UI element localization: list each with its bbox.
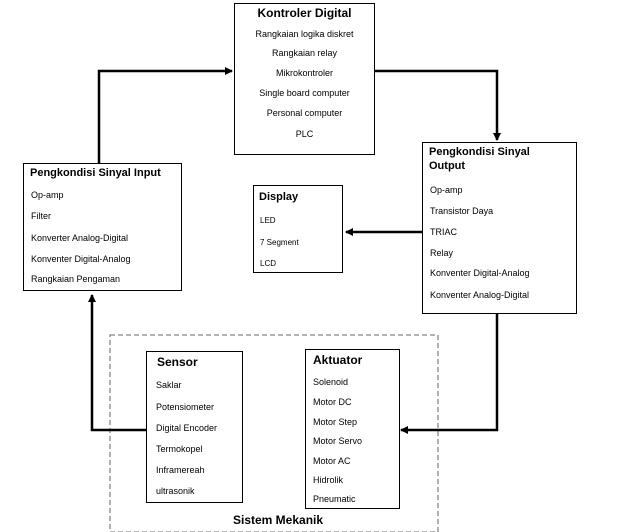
sensor-item: Saklar bbox=[156, 380, 182, 390]
sistem-mekanik-boundary bbox=[109, 334, 439, 532]
aktuator-box: Aktuator Solenoid Motor DC Motor Step Mo… bbox=[305, 349, 400, 509]
sistem-mekanik-label: Sistem Mekanik bbox=[233, 513, 324, 527]
kontroler-item: PLC bbox=[295, 129, 314, 139]
aktuator-item: Pneumatic bbox=[313, 494, 356, 504]
output-item: Op-amp bbox=[430, 185, 463, 195]
aktuator-item: Motor Step bbox=[313, 417, 358, 427]
sensor-item: ultrasonik bbox=[156, 486, 195, 496]
input-item: Op-amp bbox=[31, 190, 64, 200]
display-item: LED bbox=[260, 216, 276, 225]
aktuator-item: Motor DC bbox=[313, 397, 352, 407]
kontroler-item: Single board computer bbox=[259, 88, 350, 98]
sensor-item: Termokopel bbox=[156, 444, 203, 454]
kontroler-item: Mikrokontroler bbox=[275, 68, 333, 78]
sensor-item: Potensiometer bbox=[156, 402, 215, 412]
output-item: Konventer Digital-Analog bbox=[430, 268, 530, 278]
sensor-item: Inframereah bbox=[156, 465, 205, 475]
kontroler-digital-box: Kontroler Digital Rangkaian logika diskr… bbox=[234, 3, 375, 155]
output-title-line2: Output bbox=[429, 160, 466, 172]
output-item: Transistor Daya bbox=[430, 206, 494, 216]
aktuator-item: Motor Servo bbox=[313, 436, 363, 446]
kontroler-item: Rangkaian relay bbox=[271, 48, 338, 58]
display-title: Display bbox=[259, 191, 299, 203]
kontroler-item: Personal computer bbox=[266, 108, 343, 118]
arrow-sensor-to-input bbox=[88, 294, 146, 432]
arrow-kontroler-to-output bbox=[375, 69, 501, 141]
arrow-input-to-kontroler bbox=[97, 67, 233, 163]
sensor-title: Sensor bbox=[157, 355, 198, 369]
aktuator-title: Aktuator bbox=[313, 353, 363, 367]
input-item: Konverter Analog-Digital bbox=[31, 233, 129, 243]
display-box: Display LED 7 Segment LCD bbox=[253, 185, 343, 273]
input-item: Rangkaian Pengaman bbox=[31, 274, 121, 284]
output-item: TRIAC bbox=[430, 227, 457, 237]
aktuator-item: Hidrolik bbox=[313, 475, 344, 485]
input-conditioner-box: Pengkondisi Sinyal Input Op-amp Filter K… bbox=[23, 163, 182, 291]
output-title-line1: Pengkondisi Sinyal bbox=[429, 146, 530, 158]
display-item: 7 Segment bbox=[260, 238, 299, 247]
output-conditioner-box: Pengkondisi Sinyal Output Op-amp Transis… bbox=[422, 142, 577, 314]
input-item: Konventer Digital-Analog bbox=[31, 254, 131, 264]
input-item: Filter bbox=[31, 211, 51, 221]
output-item: Relay bbox=[430, 248, 454, 258]
output-item: Konventer Analog-Digital bbox=[430, 290, 530, 300]
kontroler-item: Rangkaian logika diskret bbox=[255, 29, 354, 39]
sensor-box: Sensor Saklar Potensiometer Digital Enco… bbox=[146, 351, 243, 503]
input-title: Pengkondisi Sinyal Input bbox=[30, 167, 161, 179]
sensor-item: Digital Encoder bbox=[156, 423, 218, 433]
kontroler-title: Kontroler Digital bbox=[257, 6, 352, 20]
arrow-output-to-aktuator bbox=[400, 314, 499, 434]
aktuator-item: Solenoid bbox=[313, 377, 349, 387]
display-item: LCD bbox=[260, 259, 277, 268]
aktuator-item: Motor AC bbox=[313, 456, 351, 466]
